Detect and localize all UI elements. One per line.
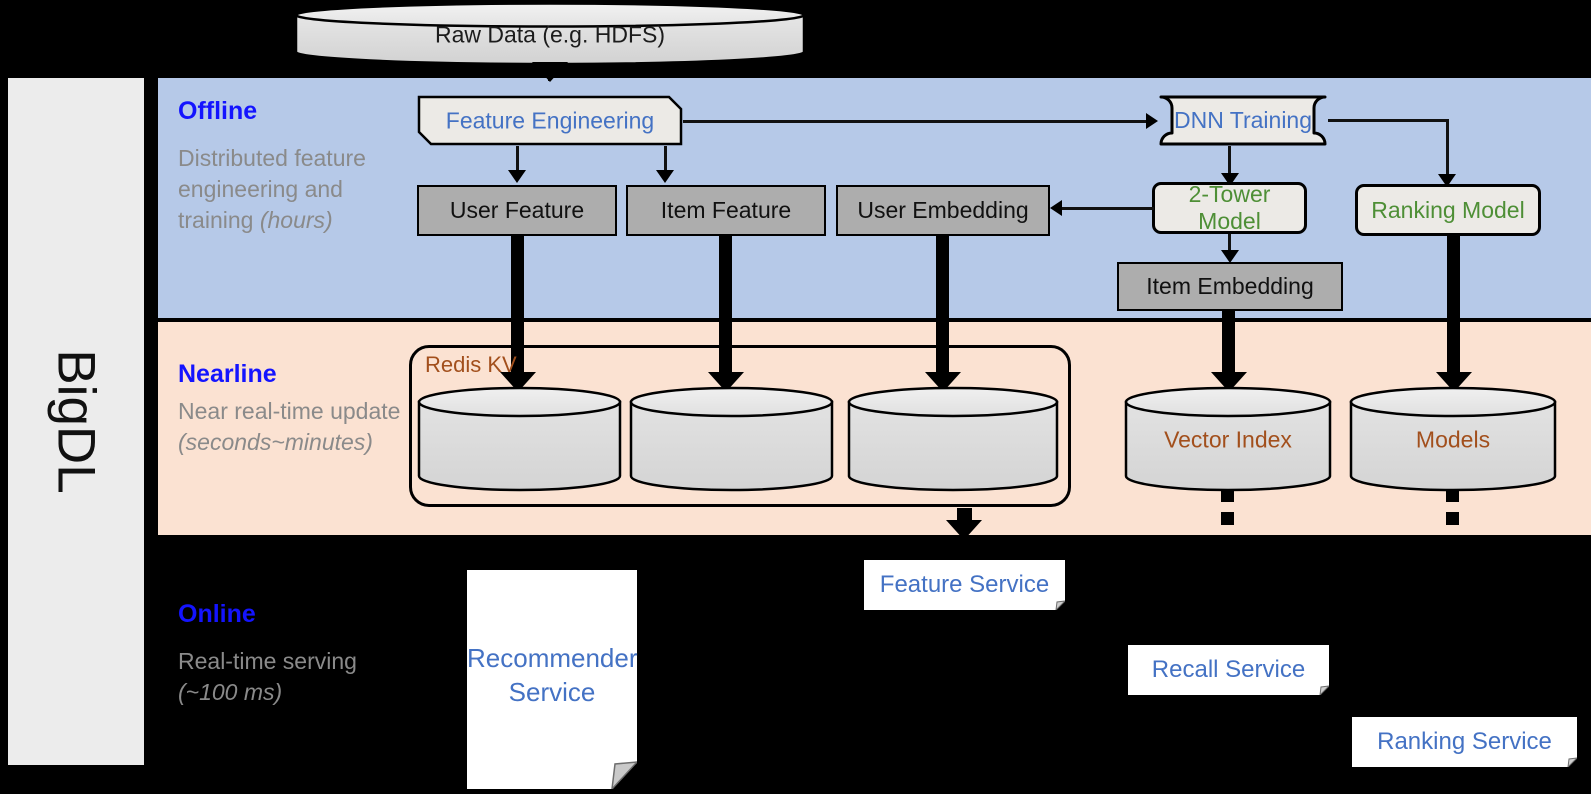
ranking-service-node[interactable]: Ranking Service <box>1352 717 1579 769</box>
online-desc-latency: (~100 ms) <box>178 679 283 705</box>
bigdl-framework-panel: BigDL <box>8 78 144 765</box>
item-embedding-node[interactable]: Item Embedding <box>1117 262 1343 311</box>
item-embedding-label: Item Embedding <box>1146 273 1314 299</box>
feature-engineering-shape <box>417 95 683 146</box>
raw-data-label: Raw Data (e.g. HDFS) <box>434 21 666 47</box>
online-stage-title: Online <box>178 600 256 628</box>
arrowhead-fe-to-userfeature <box>508 170 526 183</box>
arrowhead-dnn-to-ranking <box>1438 174 1456 187</box>
nearline-stage-description: Near real-time update (seconds~minutes) <box>178 396 408 458</box>
recommender-service-label: Recommender Service <box>467 643 638 708</box>
pipe-rankingmodel-to-models <box>1447 236 1460 382</box>
feature-service-label: Feature Service <box>879 571 1050 598</box>
two-tower-model-label: 2-Tower Model <box>1188 181 1271 234</box>
connector-fe-to-userfeature <box>516 146 519 174</box>
item-feature-store[interactable] <box>629 386 834 493</box>
bigdl-label: BigDL <box>46 349 106 494</box>
connector-fe-to-dnn <box>683 120 1148 123</box>
recall-service-shape <box>1128 645 1331 697</box>
connector-twotower-to-userembedding <box>1062 207 1154 210</box>
item-feature-node[interactable]: Item Feature <box>626 185 826 236</box>
offline-stage-description: Distributed feature engineering and trai… <box>178 143 408 236</box>
recommender-service-shape <box>467 570 639 792</box>
dnn-training-shape <box>1159 95 1327 146</box>
nearline-desc-latency: (seconds~minutes) <box>178 429 373 455</box>
item-feature-cylinder-icon <box>629 386 834 492</box>
nearline-stage-title: Nearline <box>178 360 277 388</box>
recommender-service-node[interactable]: Recommender Service <box>467 570 639 792</box>
user-embedding-node[interactable]: User Embedding <box>836 185 1050 236</box>
ranking-model-label: Ranking Model <box>1371 196 1525 223</box>
arrowhead-fe-to-itemfeature <box>656 170 674 183</box>
models-label: Models <box>1415 426 1491 452</box>
dnn-training-label: DNN Training <box>1173 107 1313 133</box>
feature-service-node[interactable]: Feature Service <box>864 560 1067 612</box>
raw-data-store: Raw Data (e.g. HDFS) <box>294 2 806 67</box>
feature-engineering-node[interactable]: Feature Engineering <box>417 95 683 146</box>
arrowhead-twotower-to-itemembedding <box>1221 250 1239 263</box>
arrowhead-to-feature-service <box>946 520 982 540</box>
connector-dnn-to-twotower <box>1228 146 1231 179</box>
ranking-model-node[interactable]: Ranking Model <box>1355 184 1541 236</box>
user-feature-store[interactable] <box>417 386 622 493</box>
redis-kv-container <box>409 345 1071 507</box>
feature-service-shape <box>864 560 1067 612</box>
connector-fe-to-itemfeature <box>664 146 667 174</box>
arrowhead-rawdata-to-fe <box>532 62 568 82</box>
offline-desc-text: Distributed feature engineering and trai… <box>178 145 366 233</box>
ranking-service-label: Ranking Service <box>1377 728 1552 755</box>
stub-models-a <box>1446 489 1459 502</box>
online-stage-description: Real-time serving (~100 ms) <box>178 646 408 708</box>
recall-service-label: Recall Service <box>1151 656 1306 683</box>
recall-service-node[interactable]: Recall Service <box>1128 645 1331 697</box>
models-store[interactable]: Models <box>1349 386 1557 493</box>
offline-stage-title: Offline <box>178 97 258 125</box>
user-feature-cylinder-icon <box>417 386 622 492</box>
user-feature-node[interactable]: User Feature <box>417 185 617 236</box>
connector-dnn-to-ranking-v <box>1446 119 1449 181</box>
stub-vectorindex-b <box>1221 512 1234 525</box>
stub-userembedding-to-featureservice <box>957 508 972 522</box>
arrowhead-twotower-to-userembedding <box>1050 200 1062 216</box>
feature-engineering-label: Feature Engineering <box>445 107 655 133</box>
two-tower-model-node[interactable]: 2-Tower Model <box>1152 181 1307 234</box>
stub-models-b <box>1446 512 1459 525</box>
user-feature-label: User Feature <box>449 197 585 223</box>
vector-index-label: Vector Index <box>1164 426 1292 452</box>
connector-dnn-to-ranking-h <box>1328 119 1448 122</box>
nearline-desc-text: Near real-time update <box>178 398 401 424</box>
connector-twotower-to-itemembedding <box>1228 234 1231 256</box>
item-feature-label: Item Feature <box>660 197 792 223</box>
pipe-itemembedding-to-vectorindex <box>1222 311 1235 382</box>
online-desc-text: Real-time serving <box>178 648 357 674</box>
user-embedding-label: User Embedding <box>857 197 1029 223</box>
redis-kv-label: Redis KV <box>425 352 517 377</box>
arrowhead-fe-to-dnn <box>1146 113 1158 129</box>
dnn-training-node[interactable]: DNN Training <box>1158 95 1328 146</box>
user-embedding-cylinder-icon <box>847 386 1059 492</box>
models-cylinder-icon <box>1349 386 1557 492</box>
vector-index-store[interactable]: Vector Index <box>1124 386 1332 493</box>
ranking-service-shape <box>1352 717 1579 769</box>
user-embedding-store[interactable] <box>847 386 1059 493</box>
offline-desc-latency: (hours) <box>259 207 333 233</box>
stub-vectorindex-a <box>1221 489 1234 502</box>
vector-index-cylinder-icon <box>1124 386 1332 492</box>
